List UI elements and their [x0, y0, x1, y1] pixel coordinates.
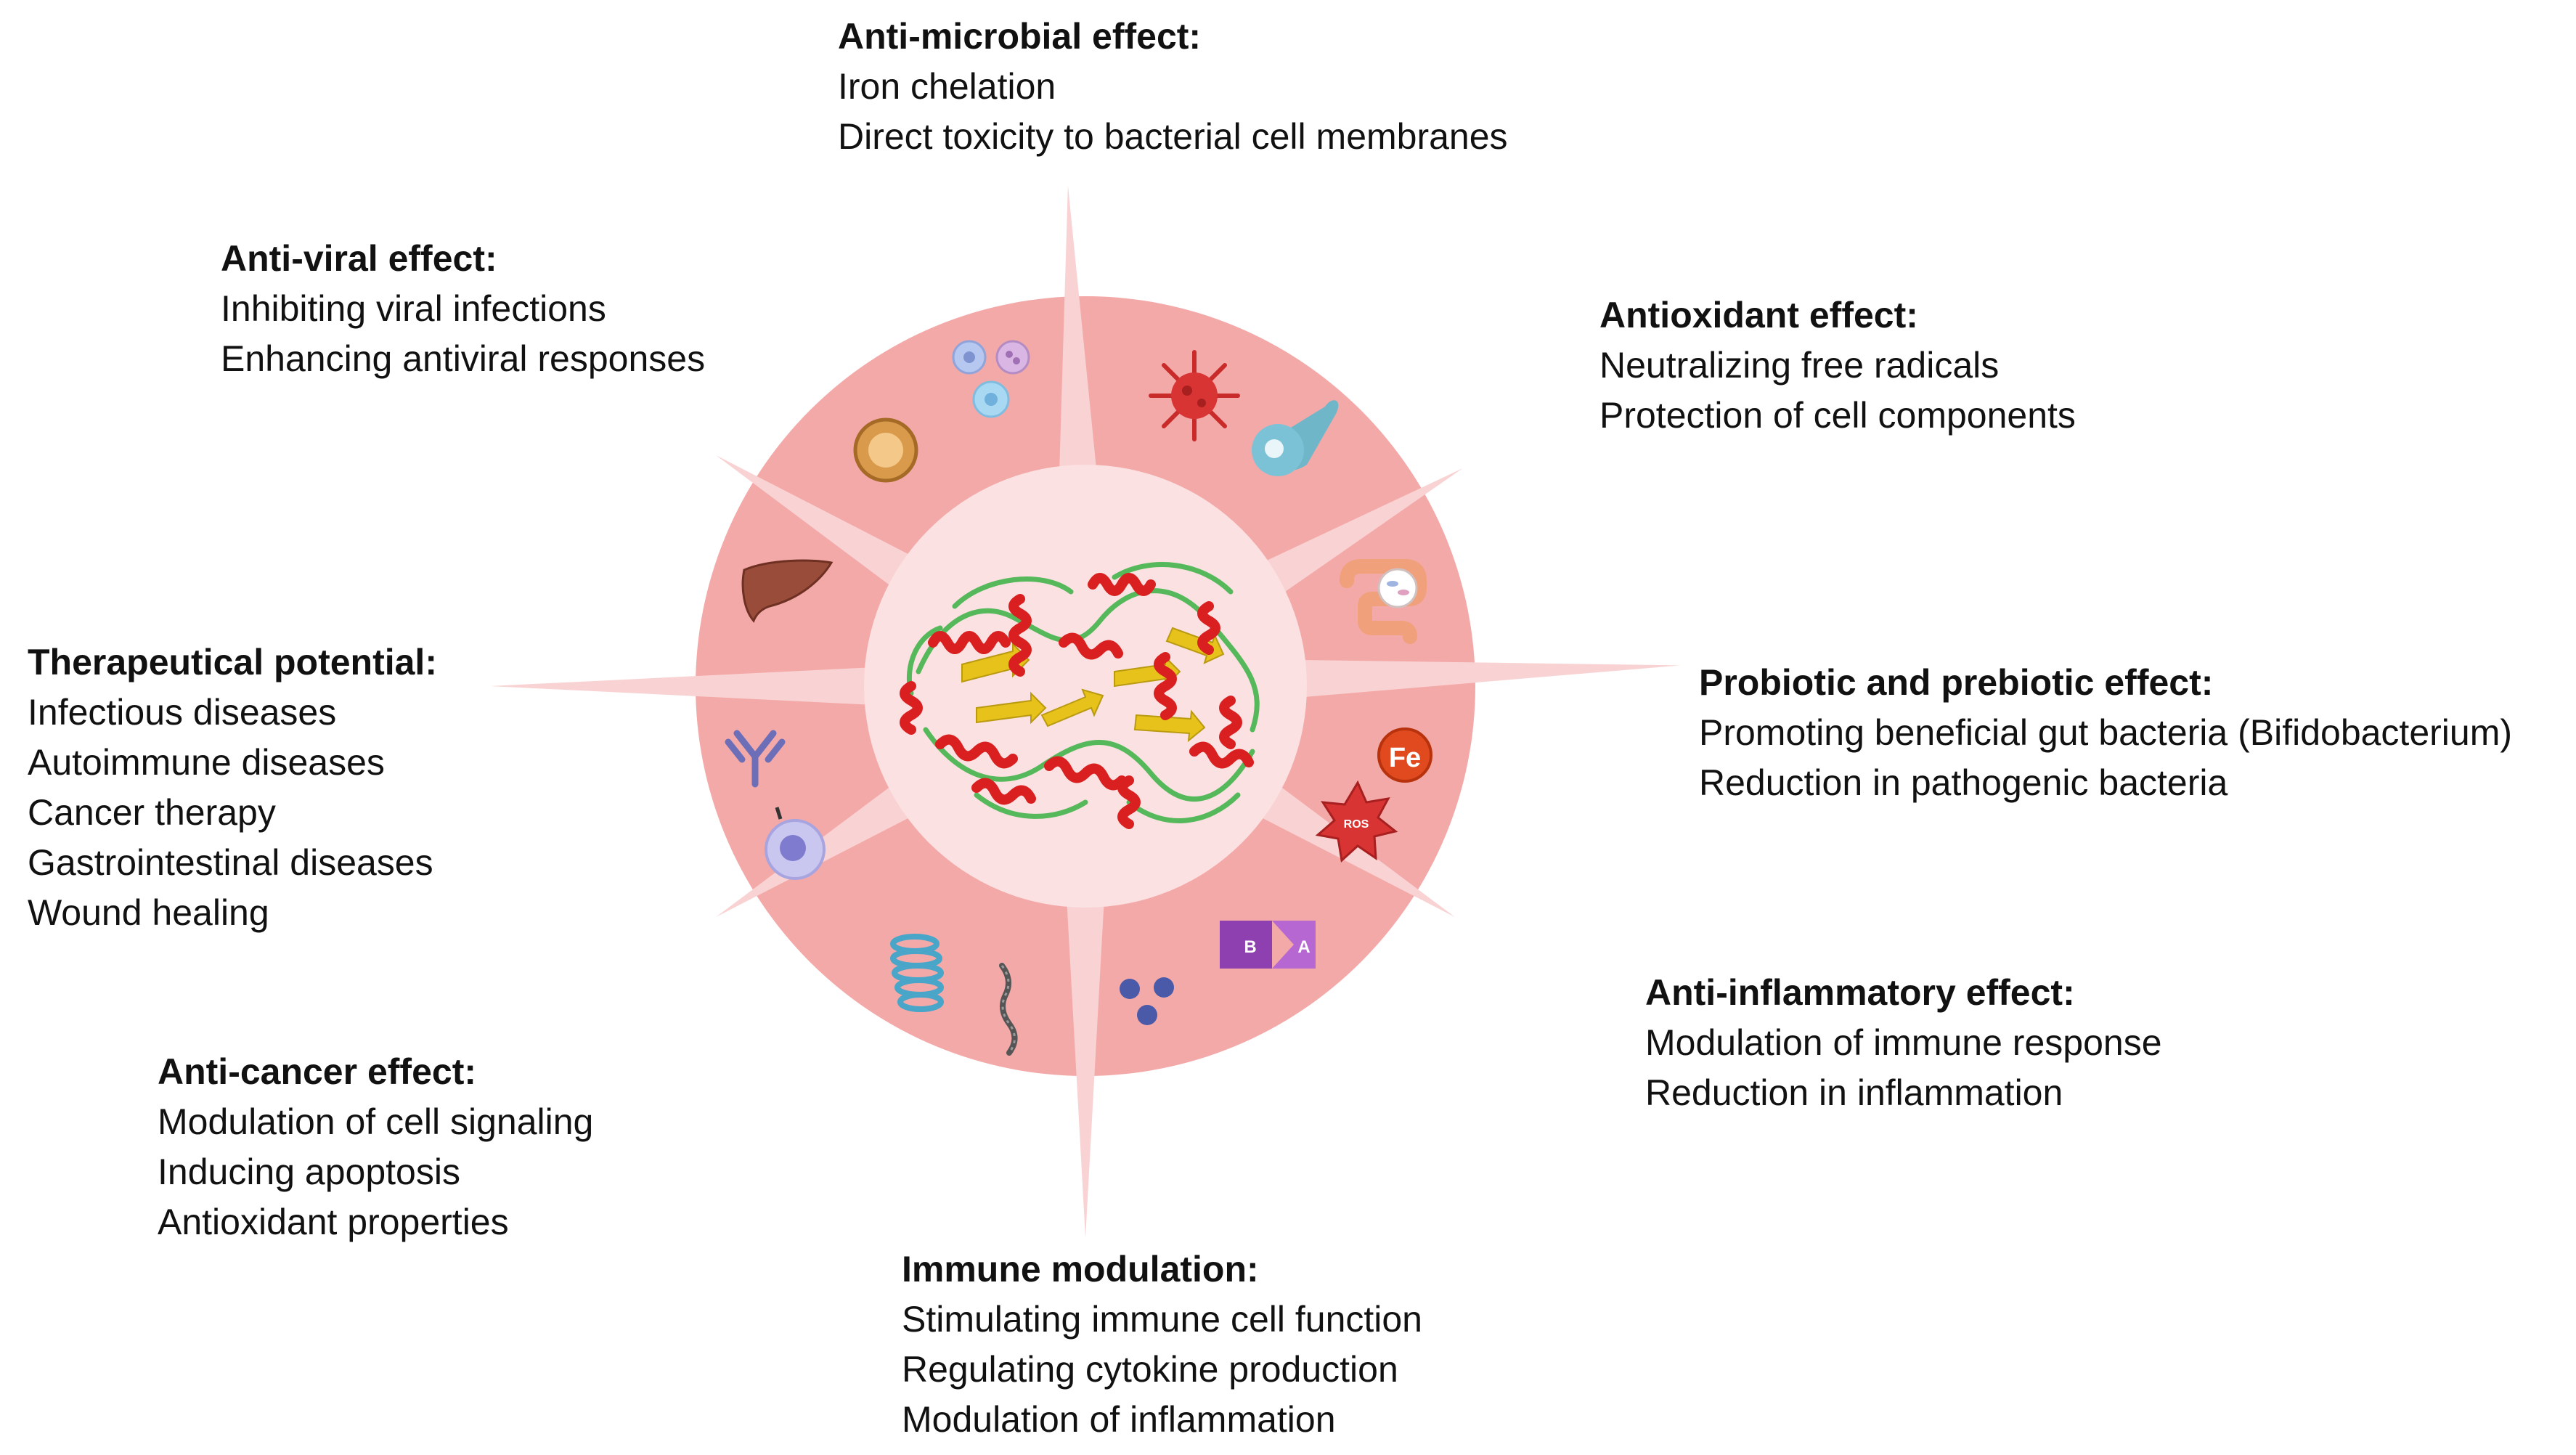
- item-probiotic-1: Promoting beneficial gut bacteria (Bifid…: [1699, 712, 2512, 753]
- item-anti-viral-1: Inhibiting viral infections: [221, 288, 606, 329]
- antibody-icon: [725, 730, 786, 788]
- item-immune-modulation-1: Stimulating immune cell function: [902, 1299, 1422, 1340]
- item-anti-cancer-2: Inducing apoptosis: [158, 1152, 460, 1192]
- molecule-cluster-icon: [1120, 977, 1174, 1025]
- fe-label: Fe: [1389, 743, 1421, 773]
- macrophage-icon: [853, 417, 918, 483]
- receptor-a-label: A: [1297, 937, 1310, 957]
- item-anti-microbial-1: Iron chelation: [838, 66, 1056, 107]
- receptor-b-label: B: [1244, 937, 1256, 957]
- protein-coil-icon: [890, 934, 944, 1012]
- bacterium-icon: [1149, 350, 1240, 441]
- neutrophil-icon: [1252, 400, 1339, 476]
- ros-label: ROS: [1344, 818, 1369, 831]
- label-anti-viral: Anti-viral effect: Inhibiting viral infe…: [221, 234, 705, 384]
- immune-cell-icon: [765, 807, 826, 880]
- item-immune-modulation-2: Regulating cytokine production: [902, 1349, 1398, 1390]
- iron-fe-icon: Fe: [1377, 728, 1432, 783]
- spike-6: [490, 667, 875, 705]
- receptor-binding-icon: B A: [1220, 921, 1316, 969]
- heading-therapeutical: Therapeutical potential:: [28, 642, 437, 682]
- item-anti-viral-2: Enhancing antiviral responses: [221, 338, 706, 379]
- label-anti-cancer: Anti-cancer effect: Modulation of cell s…: [158, 1047, 593, 1247]
- label-antioxidant: Antioxidant effect: Neutralizing free ra…: [1599, 290, 2076, 441]
- heading-immune-modulation: Immune modulation:: [902, 1249, 1259, 1289]
- inner-disc: [864, 465, 1307, 908]
- label-therapeutical: Therapeutical potential: Infectious dise…: [28, 637, 437, 938]
- heading-anti-microbial: Anti-microbial effect:: [838, 16, 1202, 57]
- label-anti-inflammatory: Anti-inflammatory effect: Modulation of …: [1645, 968, 2162, 1118]
- item-antioxidant-1: Neutralizing free radicals: [1599, 345, 2000, 386]
- spike-4: [1067, 897, 1104, 1238]
- item-therapeutical-5: Wound healing: [28, 892, 269, 933]
- item-therapeutical-1: Infectious diseases: [28, 692, 337, 733]
- liver-icon: [741, 559, 833, 623]
- heading-anti-viral: Anti-viral effect:: [221, 238, 497, 279]
- spike-0: [1059, 185, 1097, 477]
- spike-2: [1295, 659, 1681, 698]
- item-anti-inflammatory-1: Modulation of immune response: [1645, 1022, 2162, 1063]
- item-immune-modulation-3: Modulation of inflammation: [902, 1399, 1336, 1440]
- item-probiotic-2: Reduction in pathogenic bacteria: [1699, 762, 2228, 803]
- spike-7: [716, 455, 917, 591]
- item-anti-inflammatory-2: Reduction in inflammation: [1645, 1072, 2063, 1113]
- item-therapeutical-2: Autoimmune diseases: [28, 742, 385, 783]
- dna-strand-icon: [999, 963, 1018, 1056]
- item-anti-microbial-2: Direct toxicity to bacterial cell membra…: [838, 116, 1508, 157]
- item-anti-cancer-3: Antioxidant properties: [158, 1202, 509, 1242]
- heading-anti-cancer: Anti-cancer effect:: [158, 1051, 476, 1092]
- label-immune-modulation: Immune modulation: Stimulating immune ce…: [902, 1244, 1422, 1445]
- blood-cells-icon: [952, 340, 1030, 418]
- item-anti-cancer-1: Modulation of cell signaling: [158, 1101, 594, 1142]
- label-anti-microbial: Anti-microbial effect: Iron chelation Di…: [838, 12, 1508, 162]
- protein-structure-image: [900, 562, 1260, 829]
- heading-probiotic: Probiotic and prebiotic effect:: [1699, 662, 2214, 703]
- label-probiotic: Probiotic and prebiotic effect: Promotin…: [1699, 658, 2512, 808]
- item-antioxidant-2: Protection of cell components: [1599, 395, 2076, 436]
- intestine-bacteria-icon: [1340, 559, 1427, 644]
- spike-1: [1258, 468, 1463, 598]
- item-therapeutical-4: Gastrointestinal diseases: [28, 842, 433, 883]
- heading-antioxidant: Antioxidant effect:: [1599, 295, 1918, 335]
- item-therapeutical-3: Cancer therapy: [28, 792, 276, 833]
- heading-anti-inflammatory: Anti-inflammatory effect:: [1645, 972, 2075, 1013]
- ros-burst-icon: ROS: [1315, 780, 1398, 863]
